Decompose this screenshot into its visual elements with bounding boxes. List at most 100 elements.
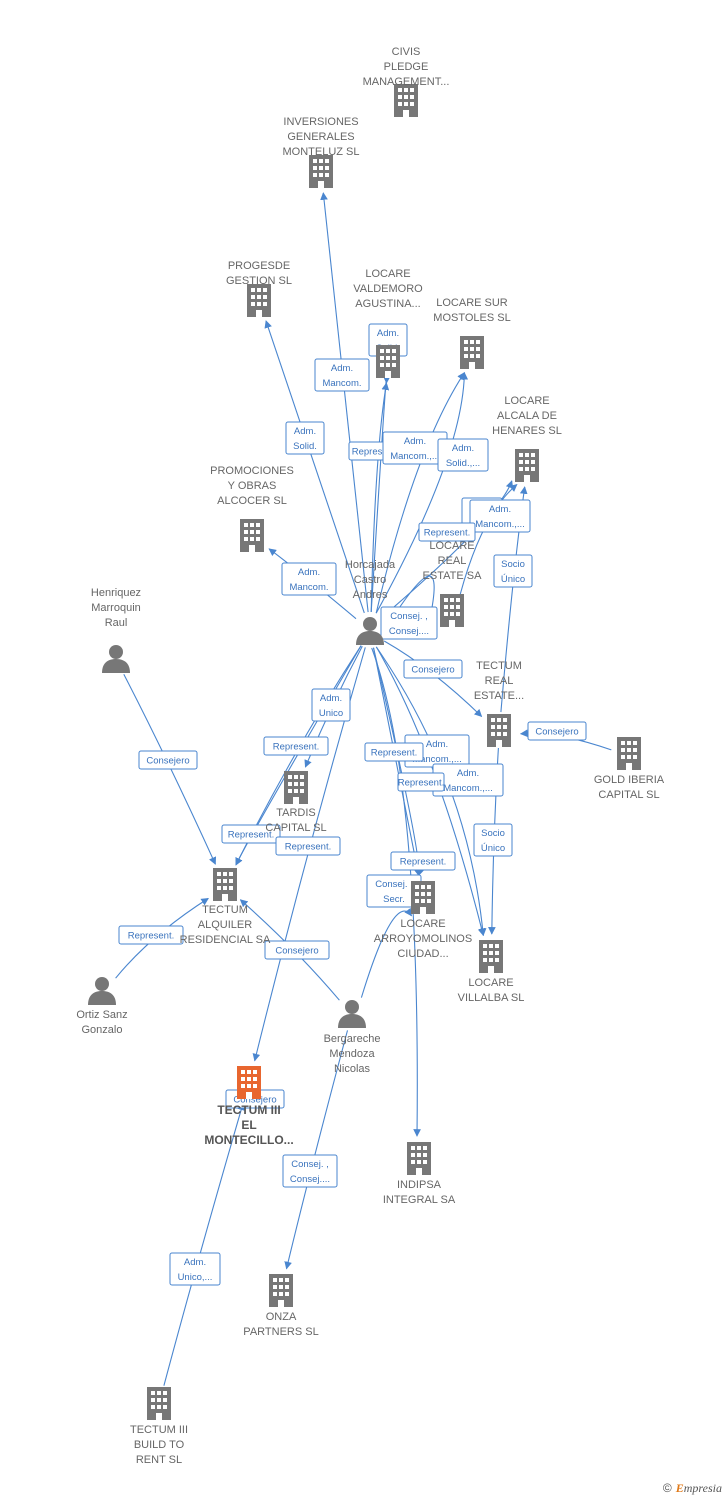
building-icon — [407, 1142, 431, 1175]
edge-label-text: Solid.,... — [446, 458, 480, 469]
node-label-line: RENT SL — [136, 1454, 182, 1466]
edge-label-box — [282, 1154, 338, 1188]
nodes-layer: CIVISPLEDGEMANAGEMENT...INVERSIONESGENER… — [76, 46, 664, 1466]
edge-label-horcajada-to-locare_arroyo[interactable]: Represent. — [390, 851, 456, 871]
edge-label-box — [527, 721, 587, 741]
node-label-line: MONTECILLO... — [204, 1133, 293, 1147]
edge-label-henriquez-to-tectum_alquiler[interactable]: Consejero — [138, 750, 198, 770]
edge-label-text: Represent. — [228, 830, 274, 841]
edge-label-horcajada-to-locare_sur[interactable]: Adm.Mancom.,... — [382, 431, 448, 465]
node-label-line: Ortiz Sanz — [76, 1009, 127, 1021]
edge-label-text: Socio — [501, 559, 525, 570]
edge-label-horcajada-to-tectum_alquiler[interactable]: Represent. — [221, 824, 281, 844]
edge-label-horcajada-to-indipsa[interactable]: Represent. — [397, 772, 445, 792]
node-locare_valdemoro[interactable]: LOCAREVALDEMOROAGUSTINA... — [353, 268, 423, 378]
node-tectum_montecillo[interactable]: TECTUM IIIELMONTECILLO... — [204, 1066, 294, 1147]
edge-label-box — [473, 823, 513, 857]
building-icon — [394, 84, 418, 117]
node-label-line: TECTUM — [476, 660, 522, 672]
edge-label-horcajada-to-locare_villalba[interactable]: Adm.Mancom.,... — [432, 763, 504, 797]
building-icon — [213, 868, 237, 901]
edge-label-bergareche-to-tectum_alquiler[interactable]: Consejero — [264, 940, 330, 960]
copyright-notice: ©Empresia — [663, 1481, 722, 1496]
edge-label-horcajada-to-locare_real[interactable]: Consej. ,Consej.... — [380, 606, 438, 640]
node-label-line: LOCARE — [429, 540, 474, 552]
edge-label-text: Socio — [481, 828, 505, 839]
node-label-line: INVERSIONES — [283, 116, 358, 128]
person-icon — [88, 977, 116, 1005]
edge-label-box — [364, 742, 424, 762]
edge-horcajada-to-tectum_real — [383, 640, 483, 718]
building-icon — [617, 737, 641, 770]
edge-label-horcajada-to-locare_alcala[interactable]: Adm.Mancom.,... — [469, 499, 531, 533]
edge-label-tectum_build-to-tectum_montecillo[interactable]: Adm.Unico,... — [169, 1252, 221, 1286]
node-civis[interactable]: CIVISPLEDGEMANAGEMENT... — [363, 46, 450, 117]
edge-label-horcajada-to-progesde[interactable]: Adm.Solid. — [285, 421, 325, 455]
node-label-line: LOCARE SUR — [436, 297, 508, 309]
edge-label-ortiz-to-tectum_alquiler[interactable]: Represent. — [118, 925, 184, 945]
edge-label-bergareche-to-locare_arroyo[interactable]: Consej. ,Secr. — [366, 874, 422, 908]
edge-label-horcajada-to-tardis[interactable]: Adm. Unico — [311, 688, 351, 722]
edge-label-box — [397, 772, 445, 792]
edge-label-box — [437, 438, 489, 472]
edge-label-box — [118, 925, 184, 945]
edge-label-text: Consejero — [535, 727, 578, 738]
edge-label-text: Represent. — [400, 857, 446, 868]
edge-label-horcajada-to-tectum_montecillo[interactable]: Represent. — [275, 836, 341, 856]
main-company-building-icon — [237, 1066, 261, 1099]
building-icon — [487, 714, 511, 747]
edge-label-horcajada-to-inversiones[interactable]: Adm.Mancom. — [314, 358, 370, 392]
edge-label-horcajada-to-locare_sur[interactable]: Adm.Solid.,... — [437, 438, 489, 472]
node-label-line: HENARES SL — [492, 425, 562, 437]
edge-label-box — [221, 824, 281, 844]
node-label-line: PLEDGE — [384, 61, 429, 73]
edge-label-horcajada-to-tectum_alquiler[interactable]: Represent. — [263, 736, 329, 756]
edge-label-box — [418, 522, 476, 542]
node-label-line: PROMOCIONES — [210, 465, 294, 477]
node-label-line: TARDIS — [276, 807, 316, 819]
node-label-line: INDIPSA — [397, 1179, 442, 1191]
edge-label-horcajada-to-locare_arroyo[interactable]: Represent. — [364, 742, 424, 762]
node-label-line: REAL — [485, 675, 514, 687]
node-tectum_real[interactable]: TECTUM REAL ESTATE... — [474, 660, 524, 747]
edge-label-text: Adm. — [320, 693, 342, 704]
edge-label-text: Unico — [319, 708, 343, 719]
edge-label-box — [169, 1252, 221, 1286]
node-label-line: Marroquin — [91, 602, 141, 614]
edge-label-horcajada-to-tectum_real[interactable]: Consejero — [403, 659, 463, 679]
edge-label-text: Consej.... — [290, 1174, 330, 1185]
node-locare_arroyo[interactable]: LOCAREARROYOMOLINOSCIUDAD... — [374, 881, 472, 960]
node-label-line: MONTELUZ SL — [282, 146, 359, 158]
node-label-line: Castro — [354, 574, 386, 586]
building-icon — [147, 1387, 171, 1420]
node-label-line: CIVIS — [392, 46, 421, 58]
edge-label-horcajada-to-promociones[interactable]: Adm.Mancom. — [281, 562, 337, 596]
edge-label-bergareche-to-onza[interactable]: Consej. ,Consej.... — [282, 1154, 338, 1188]
edge-label-box — [403, 659, 463, 679]
edge-label-gold_iberia-to-tectum_real[interactable]: Consejero — [527, 721, 587, 741]
copyright-symbol: © — [662, 1481, 672, 1495]
node-label-line: Y OBRAS — [228, 480, 277, 492]
edge-label-horcajada-to-locare_real[interactable]: Represent. — [418, 522, 476, 542]
node-label-line: ESTATE... — [474, 690, 524, 702]
node-label-line: GOLD IBERIA — [594, 774, 665, 786]
